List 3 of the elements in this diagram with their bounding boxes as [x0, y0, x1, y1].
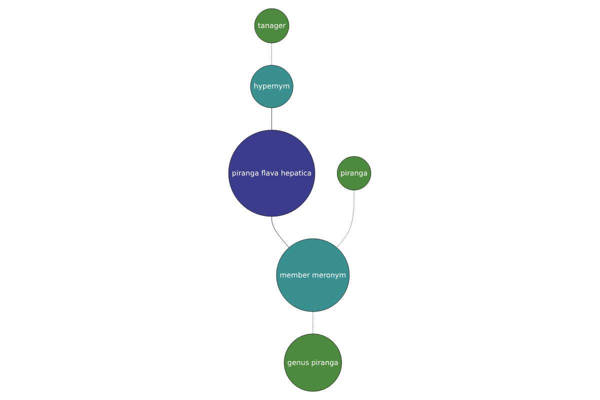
connector [272, 216, 290, 248]
connector [336, 190, 355, 248]
connector [312, 311, 314, 334]
